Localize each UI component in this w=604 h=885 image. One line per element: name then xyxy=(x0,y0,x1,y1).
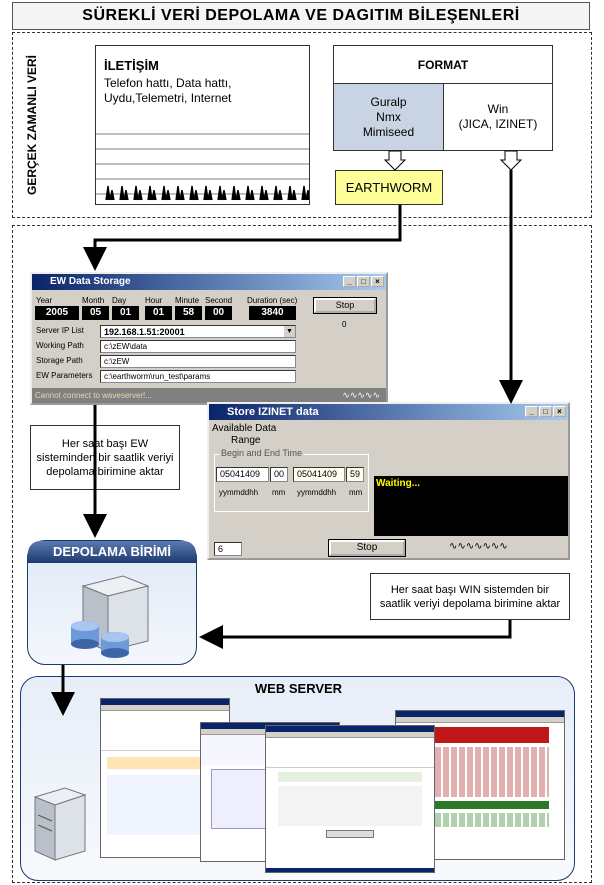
begin-minute-input[interactable]: 00 xyxy=(270,467,288,482)
day-value: 01 xyxy=(112,306,139,320)
waveform-logo-icon: ∿∿∿∿∿∿∿ xyxy=(449,541,508,552)
day-label: Day xyxy=(112,296,127,305)
month-value: 05 xyxy=(82,306,109,320)
hour-label: Hour xyxy=(145,296,163,305)
second-label: Second xyxy=(205,296,233,305)
ew-stop-button[interactable]: Stop xyxy=(313,297,377,314)
note-ew-transfer: Her saat başı EW sisteminden bir saatlik… xyxy=(30,425,180,490)
maximize-button[interactable]: □ xyxy=(357,276,370,287)
izinet-window-title: Store IZINET data xyxy=(227,406,319,418)
storage-path-input[interactable]: c:\zEW xyxy=(100,355,296,368)
minimize-button[interactable]: _ xyxy=(343,276,356,287)
working-path-label: Working Path xyxy=(36,341,84,350)
available-data-label: Available Data xyxy=(212,423,277,434)
communication-title: İLETİŞİM xyxy=(104,58,159,73)
maximize-button[interactable]: □ xyxy=(539,406,552,417)
realtime-label-text: GERÇEK ZAMANLI VERİ xyxy=(25,54,40,196)
duration-label: Duration (sec) xyxy=(247,296,298,305)
begin-mm-label: mm xyxy=(272,488,286,497)
izinet-stop-button[interactable]: Stop xyxy=(328,539,406,557)
console-output: Waiting... xyxy=(374,476,568,536)
earthworm-box: EARTHWORM xyxy=(335,170,443,205)
year-label: Year xyxy=(36,296,53,305)
format-box: FORMAT Guralp Nmx Mimiseed Win (JICA, IZ… xyxy=(333,45,553,151)
storage-path-label: Storage Path xyxy=(36,356,83,365)
minute-label: Minute xyxy=(175,296,200,305)
format-line: Mimiseed xyxy=(362,124,415,139)
format-line: Nmx xyxy=(376,109,401,124)
format-line: (JICA, IZINET) xyxy=(458,117,538,131)
web-server-icon xyxy=(33,787,87,861)
working-path-input[interactable]: c:\zEW\data xyxy=(100,340,296,353)
minute-value: 58 xyxy=(175,306,202,320)
storage-unit: DEPOLAMA BİRİMİ xyxy=(27,540,197,665)
month-label: Month xyxy=(82,296,105,305)
end-date-input[interactable]: 05041409 xyxy=(293,467,345,482)
communication-box: İLETİŞİM Telefon hattı, Data hattı, Uydu… xyxy=(95,45,310,205)
server-ip-select[interactable]: 192.168.1.51:20001 ▼ xyxy=(100,325,296,338)
server-ip-value: 192.168.1.51:20001 xyxy=(104,327,185,337)
format-guralp-cell: Guralp Nmx Mimiseed xyxy=(334,84,444,150)
format-win-cell: Win (JICA, IZINET) xyxy=(444,84,552,150)
begin-end-time-group xyxy=(214,454,369,512)
second-value: 00 xyxy=(205,306,232,320)
begin-format-label: yymmddhh xyxy=(219,488,259,497)
izinet-title-bar: Store IZINET data _ □ × xyxy=(209,404,568,420)
ew-params-label: EW Parameters xyxy=(36,371,93,380)
note-win-transfer: Her saat başı WIN sistemden bir saatlik … xyxy=(370,573,570,620)
izinet-counter: 6 xyxy=(214,542,242,556)
seismogram-icon xyxy=(96,133,309,201)
ew-title-bar: EW Data Storage _ □ × xyxy=(32,274,386,290)
end-minute-input[interactable]: 59 xyxy=(346,467,364,482)
ew-params-input[interactable]: c:\earthworm\run_test\params xyxy=(100,370,296,383)
communication-text: Telefon hattı, Data hattı, Uydu,Telemetr… xyxy=(104,76,232,105)
format-line: Win xyxy=(487,102,509,116)
begin-date-input[interactable]: 05041409 xyxy=(216,467,269,482)
ew-status-bar: Cannot connect to waveserver!... ∿∿∿∿∿ xyxy=(32,388,386,403)
range-label: Range xyxy=(231,435,261,446)
duration-value: 3840 xyxy=(249,306,296,320)
format-title: FORMAT xyxy=(334,46,552,84)
minimize-button[interactable]: _ xyxy=(525,406,538,417)
web-server-title: WEB SERVER xyxy=(254,681,343,696)
storage-unit-title: DEPOLAMA BİRİMİ xyxy=(28,541,196,563)
store-izinet-window: Store IZINET data _ □ × Available Data R… xyxy=(207,402,570,560)
ew-status-text: Cannot connect to waveserver!... xyxy=(35,391,152,400)
ew-data-storage-window: EW Data Storage _ □ × Year Month Day Hou… xyxy=(30,272,388,405)
waveform-logo-icon: ∿∿∿∿∿ xyxy=(342,390,380,400)
realtime-label: GERÇEK ZAMANLI VERİ xyxy=(14,40,50,210)
ew-window-title: EW Data Storage xyxy=(50,276,131,287)
end-format-label: yymmddhh xyxy=(297,488,337,497)
chevron-down-icon[interactable]: ▼ xyxy=(284,326,295,337)
ew-counter: 0 xyxy=(342,320,347,329)
website-screenshot-4 xyxy=(265,725,435,873)
close-button[interactable]: × xyxy=(371,276,384,287)
hour-value: 01 xyxy=(145,306,172,320)
end-mm-label: mm xyxy=(349,488,363,497)
storage-server-icon xyxy=(71,575,150,658)
begin-end-time-label: Begin and End Time xyxy=(219,448,305,458)
console-text: Waiting... xyxy=(376,478,421,489)
server-ip-label: Server IP List xyxy=(36,326,84,335)
close-button[interactable]: × xyxy=(553,406,566,417)
year-value: 2005 xyxy=(35,306,79,320)
diagram-title: SÜREKLİ VERİ DEPOLAMA VE DAGITIM BİLEŞEN… xyxy=(12,2,590,30)
format-line: Guralp xyxy=(370,94,407,109)
